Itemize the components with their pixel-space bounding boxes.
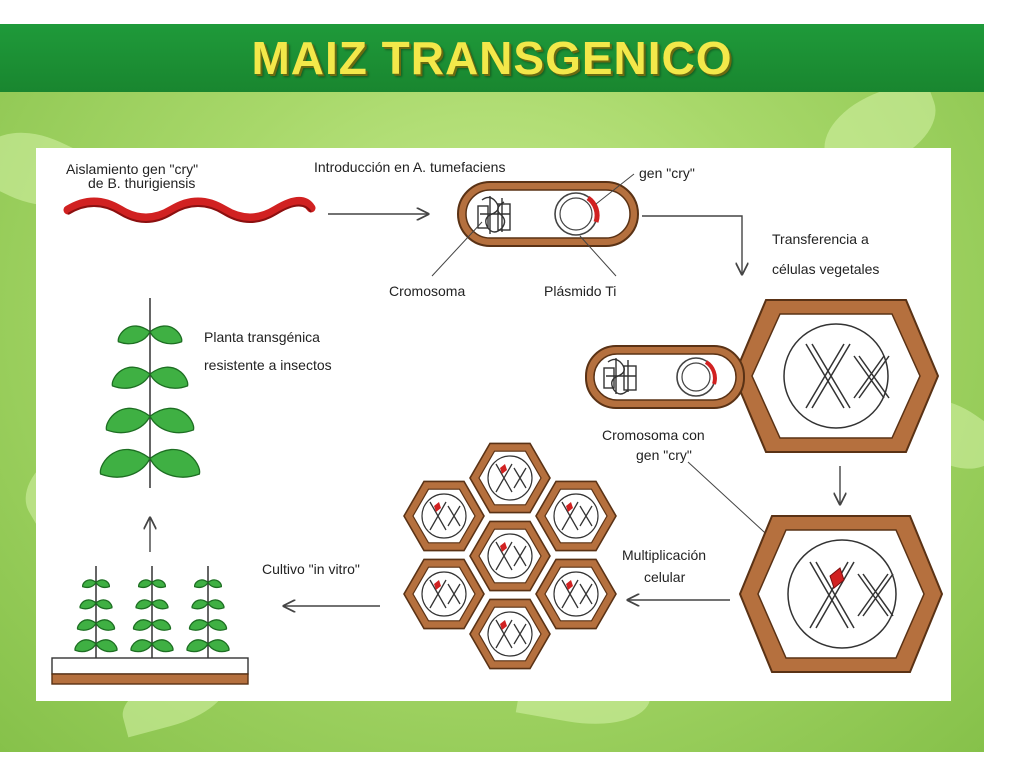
arrow-transfer xyxy=(642,215,742,274)
cell-cluster xyxy=(403,442,617,670)
plasmid-ring-icon xyxy=(676,357,717,397)
leaf-icon xyxy=(111,366,151,389)
modified-nucleus xyxy=(787,539,897,649)
leaf-icon xyxy=(207,639,230,653)
cluster-cell xyxy=(469,598,551,670)
label-isolation-line1: Aislamiento gen "cry" xyxy=(66,161,198,177)
pointer-chromosome xyxy=(431,221,483,277)
leaf-icon xyxy=(74,639,97,653)
label-multiplication-line2: celular xyxy=(644,569,686,585)
label-introduction: Introducción en A. tumefaciens xyxy=(314,159,505,175)
chromosome-tangle-icon xyxy=(603,358,637,395)
cluster-cell xyxy=(535,558,617,630)
leaf-icon xyxy=(137,579,153,589)
label-chromosome-with-line1: Cromosoma con xyxy=(602,427,705,443)
title-bar: MAIZ TRANSGENICO xyxy=(0,24,984,92)
label-gen-cry-top: gen "cry" xyxy=(639,165,695,181)
cluster-cell xyxy=(469,520,551,592)
leaf-icon xyxy=(188,619,209,631)
plant-icon xyxy=(186,566,230,658)
leaf-icon xyxy=(149,448,201,478)
plant-icon xyxy=(99,298,201,488)
label-chromosome: Cromosoma xyxy=(389,283,465,299)
leaf-icon xyxy=(95,599,113,610)
process-diagram: Aislamiento gen "cry" de B. thurigiensis… xyxy=(36,148,951,701)
leaf-icon xyxy=(135,599,153,610)
leaf-icon xyxy=(151,619,172,631)
plasmid-ring-icon xyxy=(554,192,600,236)
leaf-icon xyxy=(151,599,169,610)
leaf-icon xyxy=(117,325,151,345)
chromosome-x-icon xyxy=(805,343,890,409)
leaf-icon xyxy=(207,619,228,631)
leaf-icon xyxy=(191,599,209,610)
leaf-icon xyxy=(79,599,97,610)
slide-title: MAIZ TRANSGENICO xyxy=(251,32,733,84)
leaf-icon xyxy=(149,366,189,389)
leaf-icon xyxy=(95,579,111,589)
leaf-icon xyxy=(132,619,153,631)
leaf-icon xyxy=(95,639,118,653)
leaf-icon xyxy=(149,325,183,345)
cry-gene-strand-shadow-icon xyxy=(67,204,312,223)
modified-chromosome-x-icon xyxy=(809,561,894,629)
transgenic-plant-icon xyxy=(99,298,201,488)
leaf-icon xyxy=(81,579,97,589)
label-transfer-line1: Transferencia a xyxy=(772,231,869,247)
leaf-icon xyxy=(186,639,209,653)
label-plasmid: Plásmido Ti xyxy=(544,283,616,299)
label-culture: Cultivo "in vitro" xyxy=(262,561,360,577)
label-plant-line2: resistente a insectos xyxy=(204,357,332,373)
label-chromosome-with-line2: gen "cry" xyxy=(636,447,692,463)
leaf-icon xyxy=(149,407,195,434)
label-multiplication-line1: Multiplicación xyxy=(622,547,706,563)
leaf-icon xyxy=(99,448,151,478)
cry-gene-strand-icon xyxy=(63,197,316,223)
leaf-icon xyxy=(151,639,174,653)
pointer-gen-cry xyxy=(595,173,635,205)
plant-icon xyxy=(74,566,118,658)
inserted-gene-mark-icon xyxy=(829,567,845,589)
cluster-cell xyxy=(469,442,551,514)
cluster-cell xyxy=(403,558,485,630)
culture-tray-base xyxy=(51,673,249,685)
cluster-cell xyxy=(403,480,485,552)
leaf-icon xyxy=(105,407,151,434)
seedlings xyxy=(74,566,230,658)
chromosome-tangle-icon xyxy=(477,196,511,234)
leaf-icon xyxy=(151,579,167,589)
label-transfer-line2: células vegetales xyxy=(772,261,879,277)
pointer-plasmid xyxy=(579,235,617,277)
leaf-icon xyxy=(95,619,116,631)
cluster-cell xyxy=(535,480,617,552)
leaf-icon xyxy=(130,639,153,653)
plant-icon xyxy=(130,566,174,658)
leaf-icon xyxy=(76,619,97,631)
label-isolation-line2: de B. thurigiensis xyxy=(88,175,195,191)
leaf-icon xyxy=(207,599,225,610)
culture-tray xyxy=(51,657,249,675)
leaf-icon xyxy=(193,579,209,589)
diagram-svg: Aislamiento gen "cry" de B. thurigiensis… xyxy=(51,159,944,685)
label-plant-line1: Planta transgénica xyxy=(204,329,320,345)
leaf-icon xyxy=(207,579,223,589)
